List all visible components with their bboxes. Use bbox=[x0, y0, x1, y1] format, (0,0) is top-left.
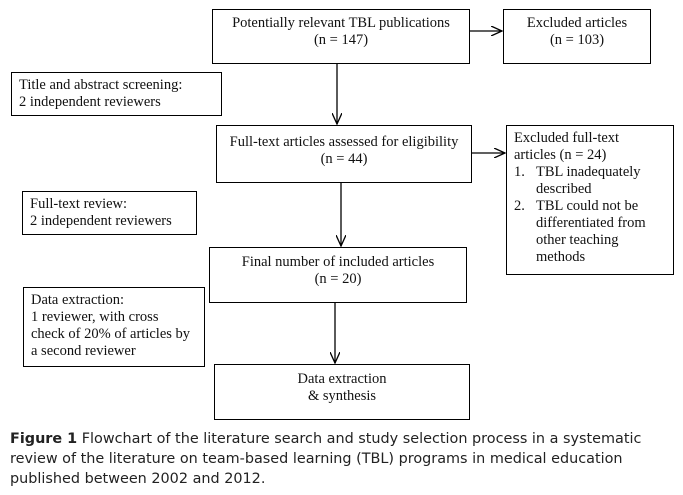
exclusion-reason-text: methods bbox=[536, 249, 586, 265]
data-extraction-synthesis-line-1: Data extraction bbox=[297, 371, 387, 387]
figure-label: Figure 1 bbox=[10, 431, 78, 447]
excluded-articles-count: (n = 103) bbox=[549, 32, 605, 48]
final-included-title: Final number of included articles bbox=[241, 254, 435, 270]
exclusion-reason-text: described bbox=[536, 181, 592, 197]
exclusion-reason: 1. TBL inadequately described bbox=[514, 164, 673, 198]
data-extraction-note-line-4: a second reviewer bbox=[31, 343, 136, 359]
exclusion-reason-text: other teaching bbox=[536, 232, 619, 248]
full-text-assessed-box: Full-text articles assessed for eligibil… bbox=[216, 125, 472, 183]
excluded-full-text-line-1: Excluded full-text bbox=[514, 130, 620, 146]
excluded-full-text-line-2: articles (n = 24) bbox=[514, 147, 607, 163]
full-text-review-box: Full-text review: 2 independent reviewer… bbox=[22, 191, 197, 235]
final-included-box: Final number of included articles (n = 2… bbox=[209, 247, 467, 303]
title-abstract-screening-box: Title and abstract screening: 2 independ… bbox=[11, 72, 222, 116]
excluded-articles-box: Excluded articles (n = 103) bbox=[503, 9, 651, 64]
exclusion-reasons-list: 1. TBL inadequately described 2. TBL cou… bbox=[514, 164, 673, 266]
full-text-review-line-2: 2 independent reviewers bbox=[30, 213, 172, 229]
data-extraction-note-line-1: Data extraction: bbox=[31, 292, 124, 308]
figure-caption: Figure 1 Flowchart of the literature sea… bbox=[10, 429, 678, 489]
potentially-relevant-box: Potentially relevant TBL publications (n… bbox=[212, 9, 470, 64]
potentially-relevant-count: (n = 147) bbox=[313, 32, 369, 48]
title-abstract-screening-line-1: Title and abstract screening: bbox=[19, 77, 183, 93]
data-extraction-note-box: Data extraction: 1 reviewer, with cross … bbox=[23, 287, 205, 367]
exclusion-reason-text: TBL inadequately bbox=[536, 164, 641, 180]
full-text-assessed-count: (n = 44) bbox=[320, 151, 368, 167]
exclusion-reason: 2. TBL could not be differentiated from … bbox=[514, 198, 673, 266]
data-extraction-note-line-2: 1 reviewer, with cross bbox=[31, 309, 159, 325]
full-text-review-line-1: Full-text review: bbox=[30, 196, 128, 212]
data-extraction-synthesis-line-2: & synthesis bbox=[307, 388, 377, 404]
exclusion-reason-number: 2. bbox=[514, 198, 525, 214]
figure-caption-text: Flowchart of the literature search and s… bbox=[10, 431, 642, 487]
exclusion-reason-text: TBL could not be bbox=[536, 198, 639, 214]
data-extraction-note-line-3: check of 20% of articles by bbox=[31, 326, 191, 342]
potentially-relevant-title: Potentially relevant TBL publications bbox=[232, 15, 450, 31]
title-abstract-screening-line-2: 2 independent reviewers bbox=[19, 94, 161, 110]
full-text-assessed-title: Full-text articles assessed for eligibil… bbox=[229, 134, 459, 150]
excluded-full-text-box: Excluded full-text articles (n = 24) 1. … bbox=[506, 125, 674, 275]
exclusion-reason-number: 1. bbox=[514, 164, 525, 180]
excluded-articles-title: Excluded articles bbox=[526, 15, 628, 31]
exclusion-reason-text: differentiated from bbox=[536, 215, 646, 231]
final-included-count: (n = 20) bbox=[314, 271, 362, 287]
data-extraction-synthesis-box: Data extraction & synthesis bbox=[214, 364, 470, 420]
